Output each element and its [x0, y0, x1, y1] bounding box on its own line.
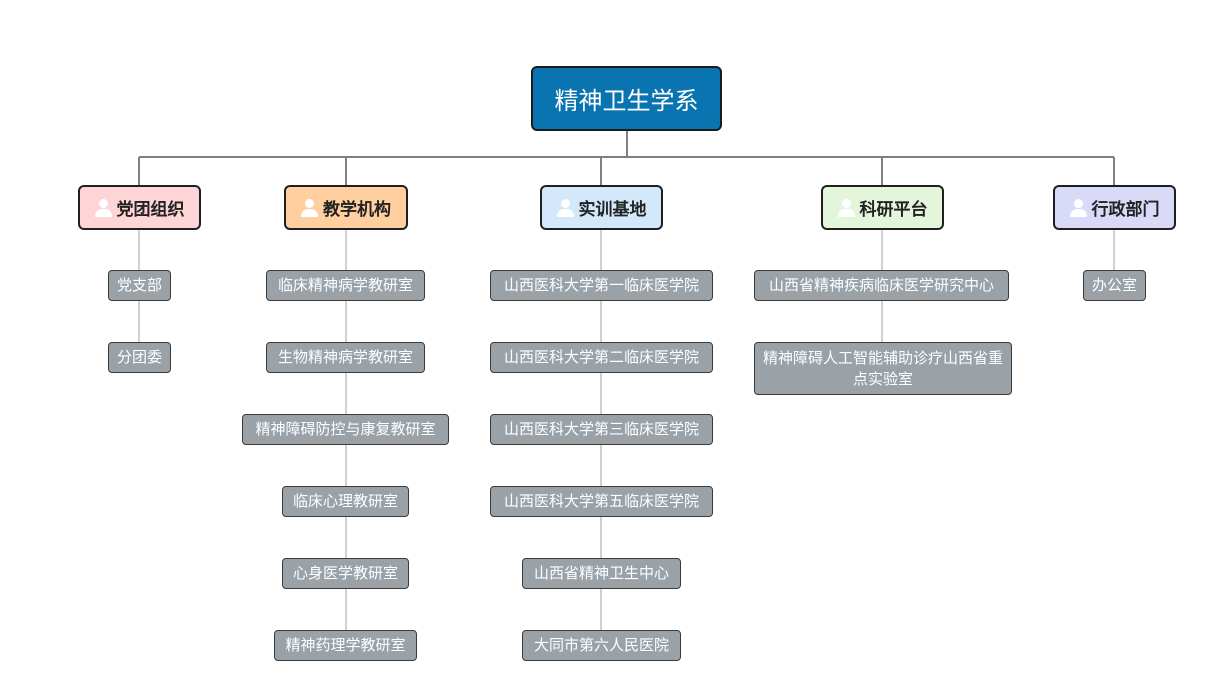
- person-icon: [94, 198, 112, 217]
- root-node: 精神卫生学系: [531, 66, 722, 131]
- child-node: 大同市第六人民医院: [522, 630, 681, 661]
- category-label: 行政部门: [1091, 200, 1160, 220]
- child-node: 山西医科大学第三临床医学院: [490, 414, 713, 445]
- child-node: 临床精神病学教研室: [266, 270, 425, 301]
- child-node: 分团委: [108, 342, 171, 373]
- person-icon: [837, 198, 855, 217]
- child-node: 精神障碍人工智能辅助诊疗山西省重点实验室: [754, 342, 1012, 395]
- person-icon: [556, 198, 574, 217]
- child-node: 心身医学教研室: [282, 558, 409, 589]
- child-node: 山西省精神卫生中心: [522, 558, 681, 589]
- category-research-platforms: 科研平台: [821, 185, 944, 230]
- category-label: 党团组织: [116, 200, 185, 220]
- child-node: 山西医科大学第一临床医学院: [490, 270, 713, 301]
- child-node: 办公室: [1083, 270, 1146, 301]
- category-label: 科研平台: [859, 200, 928, 220]
- person-icon: [301, 198, 318, 217]
- child-node: 临床心理教研室: [282, 486, 409, 517]
- person-icon: [1069, 198, 1087, 217]
- category-training-bases: 实训基地: [540, 185, 663, 230]
- child-node: 党支部: [108, 270, 171, 301]
- category-label: 实训基地: [578, 200, 647, 220]
- category-party-organization: 党团组织: [78, 185, 201, 230]
- category-teaching-institutions: 教学机构: [284, 185, 408, 230]
- category-administrative-departments: 行政部门: [1053, 185, 1176, 230]
- child-node: 山西医科大学第二临床医学院: [490, 342, 713, 373]
- child-node: 精神障碍防控与康复教研室: [242, 414, 449, 445]
- child-node: 山西医科大学第五临床医学院: [490, 486, 713, 517]
- child-node: 山西省精神疾病临床医学研究中心: [754, 270, 1009, 301]
- child-node: 精神药理学教研室: [274, 630, 417, 661]
- child-node: 生物精神病学教研室: [266, 342, 425, 373]
- category-label: 教学机构: [323, 200, 391, 220]
